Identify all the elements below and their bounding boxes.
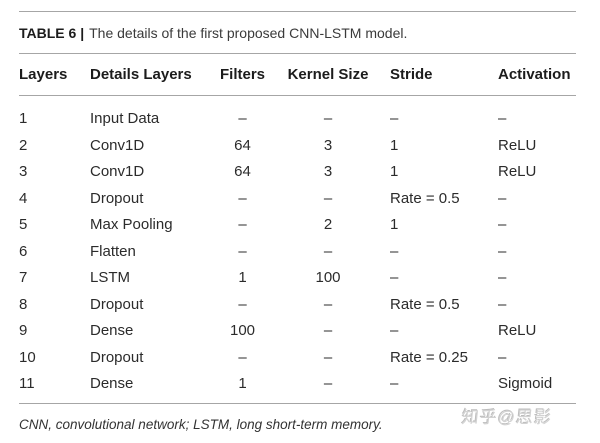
table-cell: 8 (19, 295, 28, 313)
table-cell: 100 (315, 269, 341, 286)
column-header-details-layers: Details Layers (90, 66, 192, 83)
table-cell: Conv1D (90, 163, 145, 180)
table-cell: 2 (323, 216, 333, 233)
table-row: 11 Dense 1 – – Sigmoid (19, 371, 576, 398)
table-header-row: Layers Details Layers Filters Kernel Size St… (19, 54, 576, 95)
table-cell: Sigmoid (498, 375, 553, 392)
table-row: 8 Dropout – – Rate = 0.5 – (19, 292, 576, 319)
table-row: 3 Conv1D 64 3 1 ReLU (19, 159, 576, 186)
table-cell: Dropout (90, 189, 144, 207)
table-row: 1 Input Data – – – – (19, 106, 576, 133)
table-cell: 4 (19, 189, 28, 207)
table-cell: Dense (90, 322, 134, 339)
table-cell: – (498, 242, 507, 260)
table-cell: – (238, 295, 247, 313)
table-cell: 1 (238, 375, 247, 392)
table-cell: Dropout (90, 295, 144, 313)
table-cell: – (238, 216, 247, 233)
table-cell: Dropout (90, 348, 144, 366)
table-footer: CNN, convolutional network; LSTM, long s… (19, 417, 576, 432)
table-cell: 1 (390, 136, 399, 154)
table-cell: 10 (19, 348, 36, 366)
table-cell: 6 (19, 242, 28, 260)
table-cell: Flatten (90, 242, 136, 260)
table-cell: – (498, 110, 507, 127)
table-cell: 1 (19, 110, 28, 127)
top-rule (19, 11, 576, 12)
bottom-rule (19, 402, 576, 404)
table-cell: – (323, 242, 333, 260)
table-cell: – (390, 269, 399, 286)
table-cell: Max Pooling (90, 216, 173, 233)
table-cell: – (238, 348, 247, 366)
table-cell: 100 (229, 322, 256, 339)
table-cell: Rate = 0.5 (390, 295, 460, 313)
table-cell: Rate = 0.25 (390, 348, 468, 366)
table-cell: 1 (390, 163, 399, 180)
table-cell: – (323, 295, 333, 313)
table-row: 2 Conv1D 64 3 1 ReLU (19, 133, 576, 160)
table-cell: – (323, 110, 333, 127)
table-row: 5 Max Pooling – 2 1 – (19, 212, 576, 239)
column-header-layers: Layers (19, 66, 68, 83)
table-cell: – (390, 375, 399, 392)
table-cell: – (498, 295, 507, 313)
table-cell: 7 (19, 269, 28, 286)
table-cell: 3 (323, 136, 333, 154)
table-cell: ReLU (498, 163, 537, 180)
table-cell: 11 (19, 375, 35, 392)
table-row: 7 LSTM 1 100 – – (19, 265, 576, 292)
table-cell: 64 (234, 136, 251, 154)
table-cell: – (390, 110, 399, 127)
caption-rule (19, 53, 576, 54)
table-row: 10 Dropout – – Rate = 0.25 – (19, 345, 576, 372)
table-cell: – (498, 189, 507, 207)
table-cell: – (498, 269, 507, 286)
table-row: 9 Dense 100 – – ReLU (19, 318, 576, 345)
table-cell: Input Data (90, 110, 160, 127)
table-caption-text: The details of the first proposed CNN-LS… (89, 24, 408, 41)
table-cell: 3 (19, 163, 28, 180)
table-cell: 5 (19, 216, 28, 233)
table-cell: ReLU (498, 322, 537, 339)
table-cell: – (323, 375, 333, 392)
table-cell: – (323, 189, 333, 207)
header-rule (19, 95, 576, 96)
table-cell: Conv1D (90, 136, 145, 154)
table-cell: – (498, 216, 507, 233)
table-footnote: CNN, convolutional network; LSTM, long s… (19, 416, 383, 432)
table-cell: 1 (390, 216, 399, 233)
table-cell: 64 (234, 163, 251, 180)
table-cell: 9 (19, 322, 28, 339)
watermark: 知乎@思影 (460, 408, 554, 427)
table-cell: 1 (238, 269, 247, 286)
table-cell: – (323, 322, 333, 339)
table-cell: – (238, 242, 247, 260)
paper-table-figure: TABLE 6 | The details of the first propo… (19, 0, 576, 432)
table-cell: – (498, 348, 507, 366)
table-cell: – (238, 189, 247, 207)
column-header-stride: Stride (390, 66, 433, 83)
column-header-activation: Activation (498, 66, 571, 83)
table-cell: – (390, 242, 399, 260)
table-cell: – (390, 322, 399, 339)
table-cell: 3 (323, 163, 333, 180)
column-header-kernel-size: Kernel Size (287, 66, 369, 83)
table-row: 4 Dropout – – Rate = 0.5 – (19, 186, 576, 213)
table-cell: Rate = 0.5 (390, 189, 460, 207)
table-cell: ReLU (498, 136, 537, 154)
table-cell: LSTM (90, 269, 131, 286)
table-cell: 2 (19, 136, 28, 154)
table-cell: – (323, 348, 333, 366)
column-header-filters: Filters (219, 66, 265, 83)
table-cell: Dense (90, 375, 134, 392)
table-caption: TABLE 6 | The details of the first propo… (19, 12, 576, 53)
table-row: 6 Flatten – – – – (19, 239, 576, 266)
table-label: TABLE 6 | (19, 24, 85, 41)
table-cell: – (238, 110, 247, 127)
